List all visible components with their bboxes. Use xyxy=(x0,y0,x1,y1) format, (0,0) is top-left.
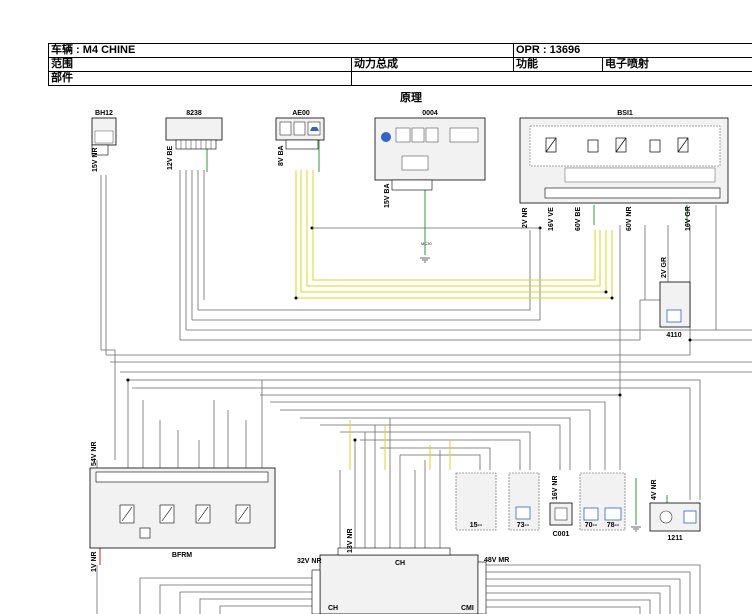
ch-mid-connector: 13V NR xyxy=(347,528,354,553)
c78-label: 78-- xyxy=(607,522,620,529)
c70-label: 70-- xyxy=(585,522,598,529)
part-label-cell: 部件 xyxy=(48,71,352,86)
c4110-connector: 2V GR xyxy=(661,257,668,278)
c1211-label: 1211 xyxy=(667,535,682,542)
component-15: 15-- xyxy=(455,472,497,531)
component-4110: 2V GR 4110 xyxy=(659,257,691,339)
function-label-cell: 功能 xyxy=(513,57,603,72)
ground-symbol xyxy=(631,526,641,532)
function-value: 电子喷射 xyxy=(605,58,649,70)
bh12-label: BH12 xyxy=(95,110,113,117)
component-70-78: 70-- 78-- xyxy=(579,472,626,531)
bsi1-connector-b: 16V VE xyxy=(548,207,555,231)
ae00-connector: 8V BA xyxy=(278,145,285,166)
bfrm-output-connector: 1V NR xyxy=(91,551,98,572)
ae00-label: AE00 xyxy=(292,110,310,117)
component-0004: 0004 15V BA MC30 xyxy=(374,110,486,263)
bsi1-connector-a: 2V NR xyxy=(522,207,529,228)
component-c001: 16V NR C001 xyxy=(549,475,573,538)
ch-top-label: CH xyxy=(395,560,405,567)
seat-icon xyxy=(515,506,531,520)
c8238-label: 8238 xyxy=(186,110,202,117)
bh12-connector: 15V NR xyxy=(92,147,99,172)
indicator-icon xyxy=(381,132,391,142)
component-ch: CH CH CMI 32V NR 13V NR 48V MR xyxy=(297,528,509,614)
junction-dots xyxy=(126,226,692,442)
c001-label: C001 xyxy=(553,531,570,538)
bsi1-label: BSI1 xyxy=(617,110,633,117)
car-icon xyxy=(310,127,319,131)
c0004-ground-label: MC30 xyxy=(421,241,432,246)
component-ae00: AE00 8V BA xyxy=(275,110,325,166)
wire-bundle-yellow xyxy=(295,170,613,470)
c15-label: 15-- xyxy=(470,522,483,529)
abs-icon xyxy=(583,507,599,521)
oil-icon xyxy=(666,309,682,323)
vehicle-label: 车辆 : M4 CHINE xyxy=(51,44,136,56)
fuel-icon xyxy=(683,510,697,524)
scope-label: 范围 xyxy=(51,58,73,70)
scope-value: 动力总成 xyxy=(354,58,398,70)
part-value-cell xyxy=(351,71,752,86)
component-1211: 4V NR 1211 xyxy=(649,479,701,542)
ae00-switch-icon xyxy=(279,121,292,136)
bsi1-connector-e: 16V GR xyxy=(685,206,692,231)
component-bsi1: BSI1 2V NR 16V VE 60V BE 60V NR 16V GR xyxy=(519,110,729,231)
component-bfrm: 54V NR BFRM 1V NR xyxy=(89,441,276,572)
cmi-label: CMI xyxy=(461,605,474,612)
c0004-connector: 15V BA xyxy=(384,183,391,208)
c73-label: 73-- xyxy=(517,522,530,529)
component-bh12: BH12 15V NR xyxy=(91,110,117,172)
c001-connector: 16V NR xyxy=(552,475,559,500)
bfrm-connector: 54V NR xyxy=(91,441,98,466)
c4110-label: 4110 xyxy=(666,332,681,339)
bsi1-connector-d: 60V NR xyxy=(626,206,633,231)
ch-left-connector: 32V NR xyxy=(297,558,322,565)
c8238-connector: 12V BE xyxy=(167,146,174,170)
opr-label: OPR : 13696 xyxy=(516,44,581,56)
pump-icon xyxy=(659,510,673,524)
esp-icon xyxy=(604,507,622,521)
wire-bundle-green xyxy=(206,140,688,525)
function-value-cell: 电子喷射 xyxy=(602,57,752,72)
component-73: 73-- xyxy=(508,472,540,531)
wire-bundle-gray xyxy=(96,170,752,614)
c1211-connector: 4V NR xyxy=(651,479,658,500)
c0004-label: 0004 xyxy=(422,110,438,117)
section-title: 原理 xyxy=(400,92,422,104)
part-label: 部件 xyxy=(51,72,73,84)
ch-right-connector: 48V MR xyxy=(484,557,509,564)
component-8238: 8238 12V BE xyxy=(165,110,223,170)
bsi1-connector-c: 60V BE xyxy=(575,207,582,231)
function-label: 功能 xyxy=(516,58,538,70)
ch-left-label: CH xyxy=(328,605,338,612)
bfrm-label: BFRM xyxy=(172,552,192,559)
